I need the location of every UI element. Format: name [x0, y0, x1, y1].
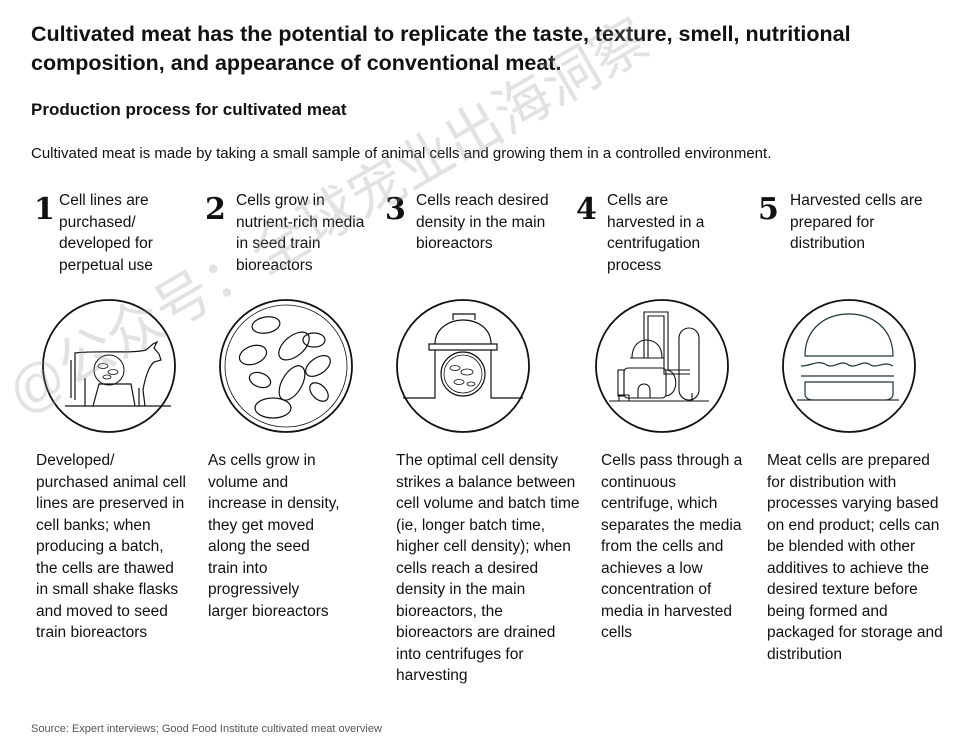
step-number: 2 [205, 192, 226, 227]
source-note: Source: Expert interviews; Good Food Ins… [31, 723, 382, 735]
step-description: Cells pass through a continuous centrifu… [601, 452, 743, 641]
cow-icon [42, 299, 176, 433]
step-number: 1 [34, 192, 55, 227]
step-description: As cells grow in volume and increase in … [208, 452, 340, 620]
centrifuge-icon [595, 299, 729, 433]
step-number: 5 [758, 192, 779, 227]
step-heading: Harvested cells are prepared for distrib… [790, 192, 923, 252]
cells-dish-icon [219, 299, 353, 433]
section-subtitle: Production process for cultivated meat [31, 100, 347, 119]
step-heading: Cells grow in nutrient-rich media in see… [236, 192, 365, 274]
step-heading: Cells reach desired density in the main … [416, 192, 549, 252]
intro-text: Cultivated meat is made by taking a smal… [31, 145, 772, 162]
burger-icon [782, 299, 916, 433]
step-description: Meat cells are prepared for distribution… [767, 452, 943, 663]
step-heading: Cells are harvested in a centrifugation … [607, 192, 705, 274]
step-number: 4 [576, 192, 597, 227]
step-number: 3 [385, 192, 406, 227]
step-description: Developed/ purchased animal cell lines a… [36, 452, 186, 641]
page-title: Cultivated meat has the potential to rep… [31, 22, 851, 75]
bioreactor-icon [396, 299, 530, 433]
step-description: The optimal cell density strikes a balan… [396, 452, 580, 684]
step-heading: Cell lines are purchased/ developed for … [59, 192, 153, 274]
